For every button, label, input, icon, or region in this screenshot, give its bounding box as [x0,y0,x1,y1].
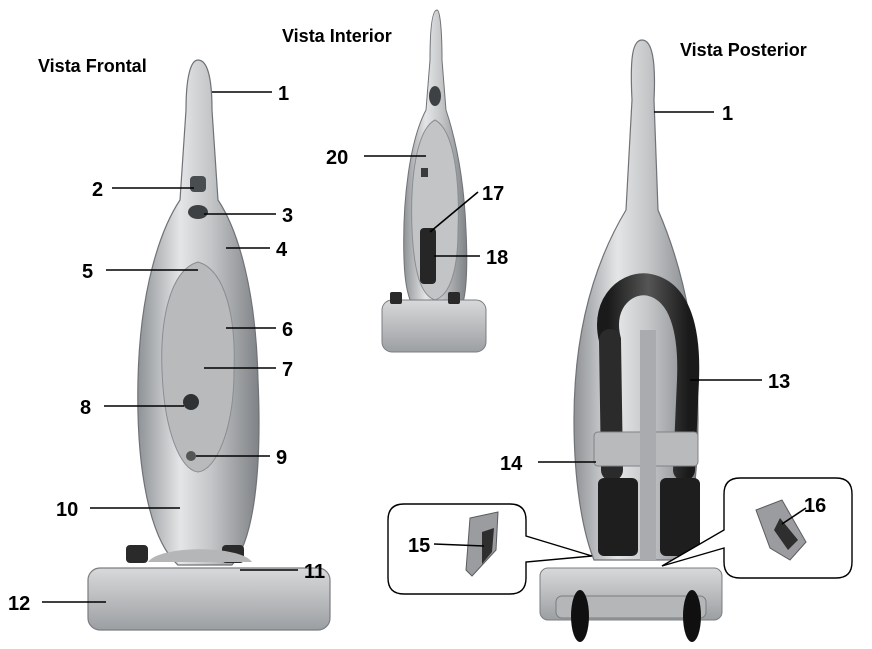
front-view-title: Vista Frontal [38,56,147,76]
front-vacuum-image [88,60,330,630]
front-callout-1: 1 [278,83,289,105]
rear-callout-1: 1 [722,103,733,125]
front-callout-12: 12 [8,593,30,615]
interior-view: Vista Interior 20 17 18 [282,10,508,352]
rear-view-title: Vista Posterior [680,40,807,60]
interior-callout-17: 17 [482,183,504,205]
front-view: Vista Frontal [8,56,330,630]
rear-callout-14: 14 [500,453,523,475]
interior-callout-20: 20 [326,147,348,169]
front-callout-11: 11 [304,561,325,583]
front-callout-2: 2 [92,179,103,201]
rear-callout-13: 13 [768,371,790,393]
inset-callout-15: 15 [408,535,430,557]
interior-vacuum-image [382,10,486,352]
front-callout-6: 6 [282,319,293,341]
front-callout-10: 10 [56,499,78,521]
front-callout-3: 3 [282,205,293,227]
interior-callout-18: 18 [486,247,508,269]
front-callout-9: 9 [276,447,287,469]
front-callout-7: 7 [282,359,293,381]
front-callout-4: 4 [276,239,288,261]
interior-view-title: Vista Interior [282,26,392,46]
front-callout-5: 5 [82,261,93,283]
inset-callout-16: 16 [804,495,826,517]
front-callout-8: 8 [80,397,91,419]
